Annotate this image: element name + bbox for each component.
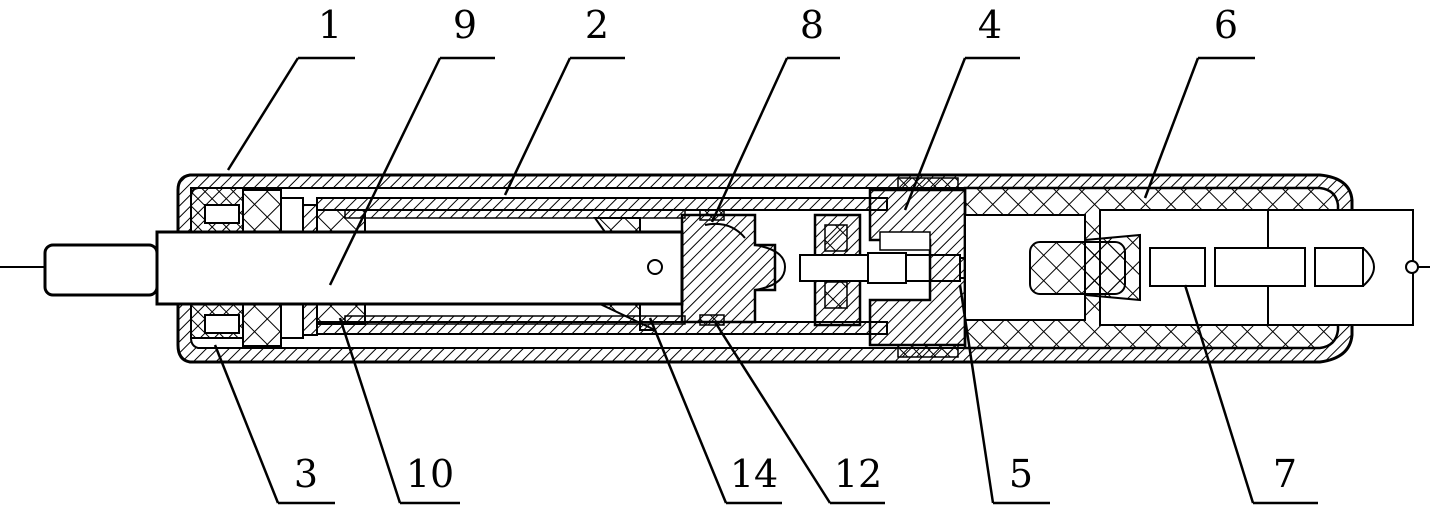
floating-piston — [868, 177, 967, 358]
callout-6: 6 — [1214, 3, 1238, 47]
callout-8: 8 — [800, 3, 824, 47]
callout-4: 4 — [978, 3, 1002, 47]
leader-lines-top — [226, 56, 1255, 286]
piston-head — [680, 209, 787, 326]
pin — [1149, 247, 1375, 287]
callout-14: 14 — [730, 452, 778, 496]
leader-lines-bottom — [213, 284, 1318, 505]
callout-7: 7 — [1273, 452, 1297, 496]
callout-1: 1 — [318, 3, 342, 47]
callout-12: 12 — [834, 452, 882, 496]
callout-9: 9 — [453, 3, 477, 47]
buffer-ring — [593, 217, 656, 331]
callout-2: 2 — [585, 3, 609, 47]
piston-rod — [43, 230, 684, 306]
callout-5: 5 — [1009, 452, 1033, 496]
callout-10: 10 — [406, 452, 454, 496]
callout-labels: 1 9 2 8 4 6 3 10 14 12 5 7 — [294, 3, 1297, 496]
callout-3: 3 — [294, 452, 318, 496]
